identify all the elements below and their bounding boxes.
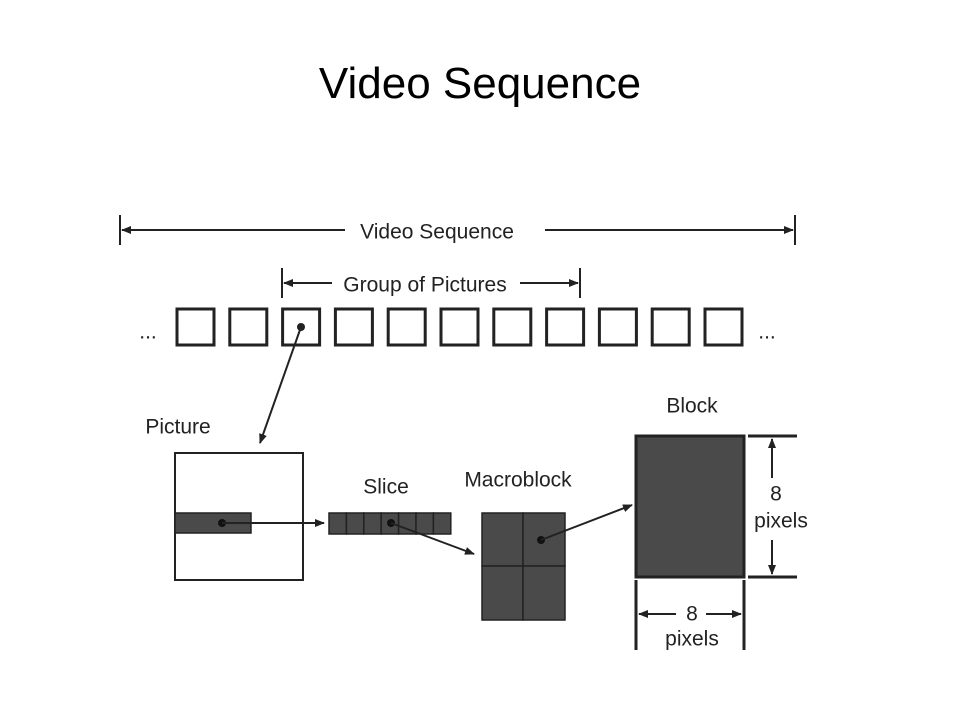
- width-unit: pixels: [665, 628, 719, 651]
- gop-span: Group of Pictures: [281, 268, 581, 298]
- block-height-dimension: 8 pixels: [748, 434, 808, 579]
- slide-title: Video Sequence: [318, 59, 642, 108]
- macroblock-quadrant: [481, 565, 524, 621]
- picture-frame: [650, 307, 691, 347]
- picture-frame: [703, 307, 744, 347]
- macroblock-quadrant: [522, 565, 566, 621]
- slice-label: Slice: [363, 476, 409, 499]
- height-unit: pixels: [754, 510, 808, 533]
- macroblock-label: Macroblock: [464, 469, 572, 492]
- ellipsis-left: ...: [139, 321, 157, 344]
- gop-label: Group of Pictures: [343, 274, 506, 297]
- slice-cell: [328, 512, 348, 535]
- macroblock-quadrant: [481, 512, 524, 567]
- slice-cell: [345, 512, 365, 535]
- picture-frame: [492, 307, 533, 347]
- frame-row: [175, 307, 744, 347]
- slice-cell: [363, 512, 382, 535]
- picture-label: Picture: [145, 416, 210, 439]
- picture-frame: [597, 307, 638, 347]
- block-width-dimension: 8 pixels: [634, 580, 746, 651]
- macroblock-to-block-arrow: [540, 504, 633, 541]
- ellipsis-right: ...: [758, 321, 776, 344]
- slice-strip: [328, 512, 452, 535]
- slice-cell: [432, 512, 452, 535]
- macroblock: [481, 512, 566, 621]
- height-value: 8: [770, 483, 782, 506]
- picture-frame: [333, 307, 374, 347]
- frame-to-picture-arrow: [259, 326, 302, 444]
- block-box: [634, 434, 746, 579]
- block-label: Block: [666, 395, 718, 418]
- picture-frame: [439, 307, 480, 347]
- slice-to-macroblock-arrow: [390, 522, 475, 555]
- video-sequence-span: Video Sequence: [119, 215, 796, 245]
- picture-frame: [228, 307, 269, 347]
- picture-frame: [175, 307, 216, 347]
- video-sequence-label: Video Sequence: [360, 221, 514, 244]
- width-value: 8: [686, 603, 698, 626]
- picture-frame: [386, 307, 427, 347]
- picture-frame: [545, 307, 586, 347]
- slice-cell: [415, 512, 435, 535]
